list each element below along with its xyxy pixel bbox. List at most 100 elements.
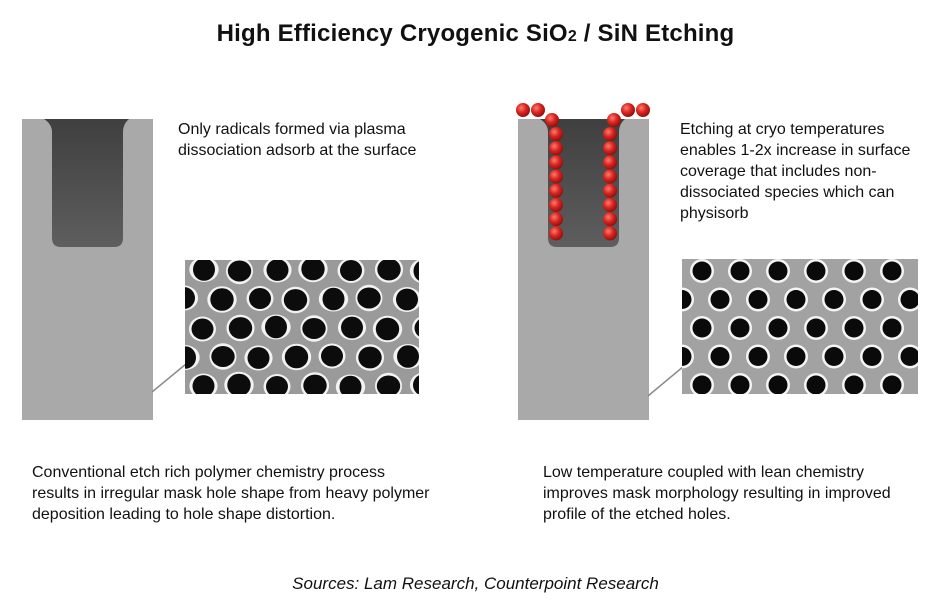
sem-hole (844, 375, 864, 394)
adsorbed-molecule (603, 226, 617, 241)
sem-hole (748, 290, 768, 309)
adsorbed-molecule (607, 113, 621, 127)
adsorbed-molecule (549, 155, 563, 170)
sem-hole (786, 347, 806, 366)
sem-hole (397, 345, 419, 368)
right-sem-holes (652, 259, 951, 397)
sem-hole (321, 345, 343, 367)
sem-hole (730, 261, 750, 281)
sem-hole (413, 261, 419, 281)
adsorbed-molecule (603, 169, 617, 184)
sem-hole (768, 318, 788, 338)
title-subscript: 2 (567, 28, 577, 45)
sem-hole (249, 288, 271, 309)
left-callout-line (151, 363, 187, 393)
sem-hole (357, 287, 381, 309)
sem-hole (748, 347, 768, 366)
adsorbed-molecule (621, 103, 635, 117)
right-callout-line (647, 365, 685, 397)
sem-hole-rim (918, 316, 942, 340)
sem-hole (284, 345, 309, 369)
sem-hole (655, 262, 674, 281)
sem-hole (339, 375, 362, 394)
sem-hole (921, 262, 940, 281)
sem-hole-rim (936, 345, 951, 369)
sem-hole (302, 318, 326, 339)
left-caption: Conventional etch rich polymer chemistry… (32, 464, 430, 523)
sem-hole (844, 261, 864, 281)
sem-hole (806, 375, 826, 394)
sem-hole (682, 290, 692, 309)
sem-hole (900, 290, 918, 309)
radicals-annotation: Only radicals formed via plasma dissocia… (178, 121, 417, 159)
adsorbed-molecule (549, 127, 563, 141)
sem-hole (882, 375, 902, 394)
sem-hole (322, 287, 345, 311)
sem-hole (730, 318, 750, 338)
sem-hole (247, 347, 270, 369)
sem-hole-rim (152, 374, 179, 401)
adsorbed-molecule (603, 212, 617, 227)
right-substrate (518, 119, 649, 420)
sem-hole (155, 316, 178, 339)
sem-hole (939, 347, 951, 366)
adsorbed-molecule (549, 198, 563, 212)
sem-hole (266, 376, 288, 394)
sem-hole-rim (652, 316, 676, 340)
figure-title: High Efficiency Cryogenic SiO2 / SiN Etc… (216, 20, 735, 47)
adsorbed-molecule (603, 155, 617, 170)
sem-hole (154, 260, 177, 282)
cryo-annotation: Etching at cryo temperatures enables 1-2… (680, 121, 911, 222)
sem-hole-rim (152, 257, 180, 284)
adsorbed-molecule (603, 127, 617, 141)
sem-hole (824, 290, 844, 309)
left-etched-hole (44, 119, 129, 247)
adsorbed-molecule (545, 113, 559, 127)
adsorbed-molecule (549, 226, 563, 241)
sem-hole (768, 261, 788, 281)
sem-hole (730, 375, 750, 394)
adsorbed-molecule (549, 169, 563, 184)
sem-hole (786, 290, 806, 309)
sem-hole (185, 346, 196, 369)
sem-hole (413, 375, 419, 394)
sem-hole (341, 316, 363, 339)
sem-hole-rim (918, 373, 942, 397)
sem-hole-rim (936, 288, 951, 312)
adsorbed-molecule (603, 183, 617, 198)
sem-hole (210, 288, 234, 311)
sem-hole (824, 347, 844, 366)
left-sem-image (152, 257, 419, 401)
sem-hole (192, 375, 215, 394)
right-sem-image (652, 259, 951, 397)
sem-hole (377, 260, 401, 281)
sem-hole (301, 260, 325, 281)
source-credit: Sources: Lam Research, Counterpoint Rese… (292, 574, 659, 593)
sem-hole (710, 290, 730, 309)
sem-hole (862, 347, 882, 366)
sem-hole (227, 260, 252, 282)
sem-hole (921, 319, 940, 338)
sem-hole (806, 318, 826, 338)
sem-hole (882, 318, 902, 338)
sem-hole (375, 317, 400, 341)
adsorbed-molecule (603, 141, 617, 156)
sem-hole (710, 347, 730, 366)
sem-hole (211, 346, 235, 367)
sem-hole (768, 375, 788, 394)
sem-hole (862, 290, 882, 309)
sem-hole (227, 373, 251, 394)
left-sem-holes (152, 257, 419, 401)
sem-hole (303, 374, 327, 394)
sem-hole (692, 318, 712, 338)
adsorbed-molecule (531, 103, 545, 117)
sem-hole (900, 347, 918, 366)
sem-hole (806, 261, 826, 281)
sem-hole-rim (152, 314, 181, 341)
sem-hole (228, 317, 253, 339)
sem-hole (692, 261, 712, 281)
sem-hole (266, 260, 289, 281)
right-caption: Low temperature coupled with lean chemis… (543, 464, 891, 523)
adsorbed-molecule (516, 103, 530, 117)
adsorbed-molecule (549, 212, 563, 227)
